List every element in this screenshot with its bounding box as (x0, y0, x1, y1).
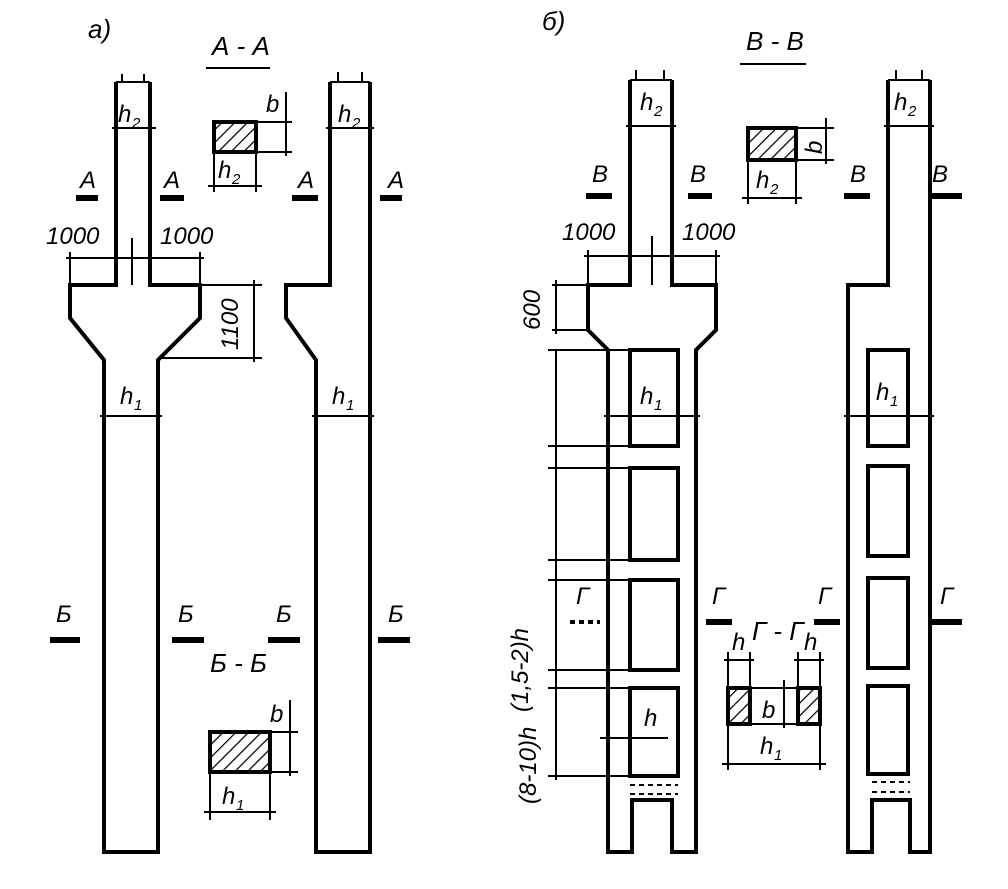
svg-text:h: h (640, 383, 653, 410)
svg-text:h: h (218, 157, 231, 184)
section-v-v: b h 2 (742, 118, 834, 204)
column-b2 (846, 70, 932, 854)
svg-text:2: 2 (769, 181, 779, 198)
dim-1000-a: 1000 1000 (46, 223, 214, 285)
h2-dimension-b2: h 2 (884, 89, 934, 127)
h2-dimension-a2: h 2 (326, 101, 374, 132)
svg-text:2: 2 (653, 103, 663, 120)
panel-b-label: б) (542, 6, 565, 36)
svg-text:Г: Г (712, 583, 727, 610)
svg-text:h: h (756, 167, 769, 194)
svg-text:А: А (386, 167, 404, 194)
svg-text:Б: Б (388, 601, 404, 628)
svg-text:1000: 1000 (160, 223, 214, 250)
section-b-b: b h 1 (204, 700, 298, 820)
svg-text:В: В (932, 161, 948, 188)
column-a2 (284, 72, 372, 854)
svg-text:2: 2 (131, 115, 141, 132)
h1-dimension-a2: h 1 (312, 383, 374, 417)
dim-8-10h: (8-10)h (515, 727, 542, 804)
h2-dimension-b1: h 2 (626, 89, 676, 127)
h1-dimension-b1: h 1 (604, 383, 700, 417)
dim-1-5-2h: (1,5-2)h (507, 628, 534, 712)
svg-text:Г: Г (818, 583, 833, 610)
svg-text:1: 1 (890, 393, 898, 410)
b-label-a-a: b (266, 91, 279, 118)
section-g-g-title: Г - Г (752, 616, 805, 646)
cut-marks-b: Б Б Б Б (50, 601, 410, 643)
svg-text:h: h (644, 705, 657, 732)
svg-text:h: h (640, 89, 653, 116)
svg-text:b: b (270, 701, 283, 728)
section-v-v-title: В - В (746, 26, 804, 56)
cut-marks-v: В В В В (586, 161, 962, 199)
section-a-a-title: А - А (210, 31, 270, 61)
h1-dimension-a1: h 1 (100, 383, 162, 417)
section-g-g: b h h h 1 (722, 629, 826, 770)
svg-text:600: 600 (519, 289, 546, 330)
svg-text:1: 1 (774, 747, 782, 764)
svg-text:1: 1 (134, 397, 142, 414)
svg-text:2: 2 (351, 115, 361, 132)
svg-text:Г: Г (576, 583, 591, 610)
svg-text:1: 1 (346, 397, 354, 414)
section-a-a: b h 2 (208, 91, 292, 192)
svg-text:h: h (118, 101, 131, 128)
svg-text:1000: 1000 (46, 223, 100, 250)
dim-600: 600 (519, 280, 588, 334)
dim-1000-b: 1000 1000 (562, 219, 736, 285)
svg-text:b: b (801, 141, 828, 154)
svg-text:h: h (732, 629, 745, 656)
svg-text:h: h (222, 783, 235, 810)
svg-text:h: h (120, 383, 133, 410)
svg-text:1: 1 (654, 397, 662, 414)
svg-text:Б: Б (56, 601, 72, 628)
h-dimension-b1: h (600, 705, 668, 739)
svg-text:Б: Б (178, 601, 194, 628)
svg-text:1000: 1000 (682, 219, 736, 246)
svg-text:h: h (332, 383, 345, 410)
svg-text:1100: 1100 (217, 298, 244, 350)
h1-dimension-b2: h 1 (844, 379, 934, 417)
svg-text:h: h (876, 379, 889, 406)
svg-text:h: h (338, 101, 351, 128)
svg-text:h: h (894, 89, 907, 116)
svg-text:А: А (296, 167, 314, 194)
dim-chain-left: (1,5-2)h (8-10)h (507, 349, 630, 804)
svg-text:В: В (850, 161, 866, 188)
h2-dimension-a1: h 2 (112, 101, 156, 132)
panel-a-label: а) (88, 14, 111, 44)
svg-text:Б: Б (276, 601, 292, 628)
svg-text:b: b (762, 697, 775, 724)
svg-text:В: В (690, 161, 706, 188)
svg-text:А: А (78, 167, 96, 194)
svg-text:h: h (760, 733, 773, 760)
svg-text:h: h (804, 629, 817, 656)
svg-text:В: В (592, 161, 608, 188)
cut-marks-a: А А А А (76, 167, 404, 201)
svg-text:Г: Г (940, 583, 955, 610)
cut-marks-g: Г Г Г Г (570, 583, 962, 625)
column-a1 (68, 74, 202, 854)
dim-1100: 1100 (160, 280, 262, 362)
column-b1 (586, 70, 718, 854)
svg-text:1000: 1000 (562, 219, 616, 246)
section-b-b-title: Б - Б (210, 648, 267, 678)
svg-text:2: 2 (231, 171, 241, 188)
svg-text:А: А (162, 167, 180, 194)
svg-text:2: 2 (907, 103, 917, 120)
svg-text:1: 1 (236, 797, 244, 814)
